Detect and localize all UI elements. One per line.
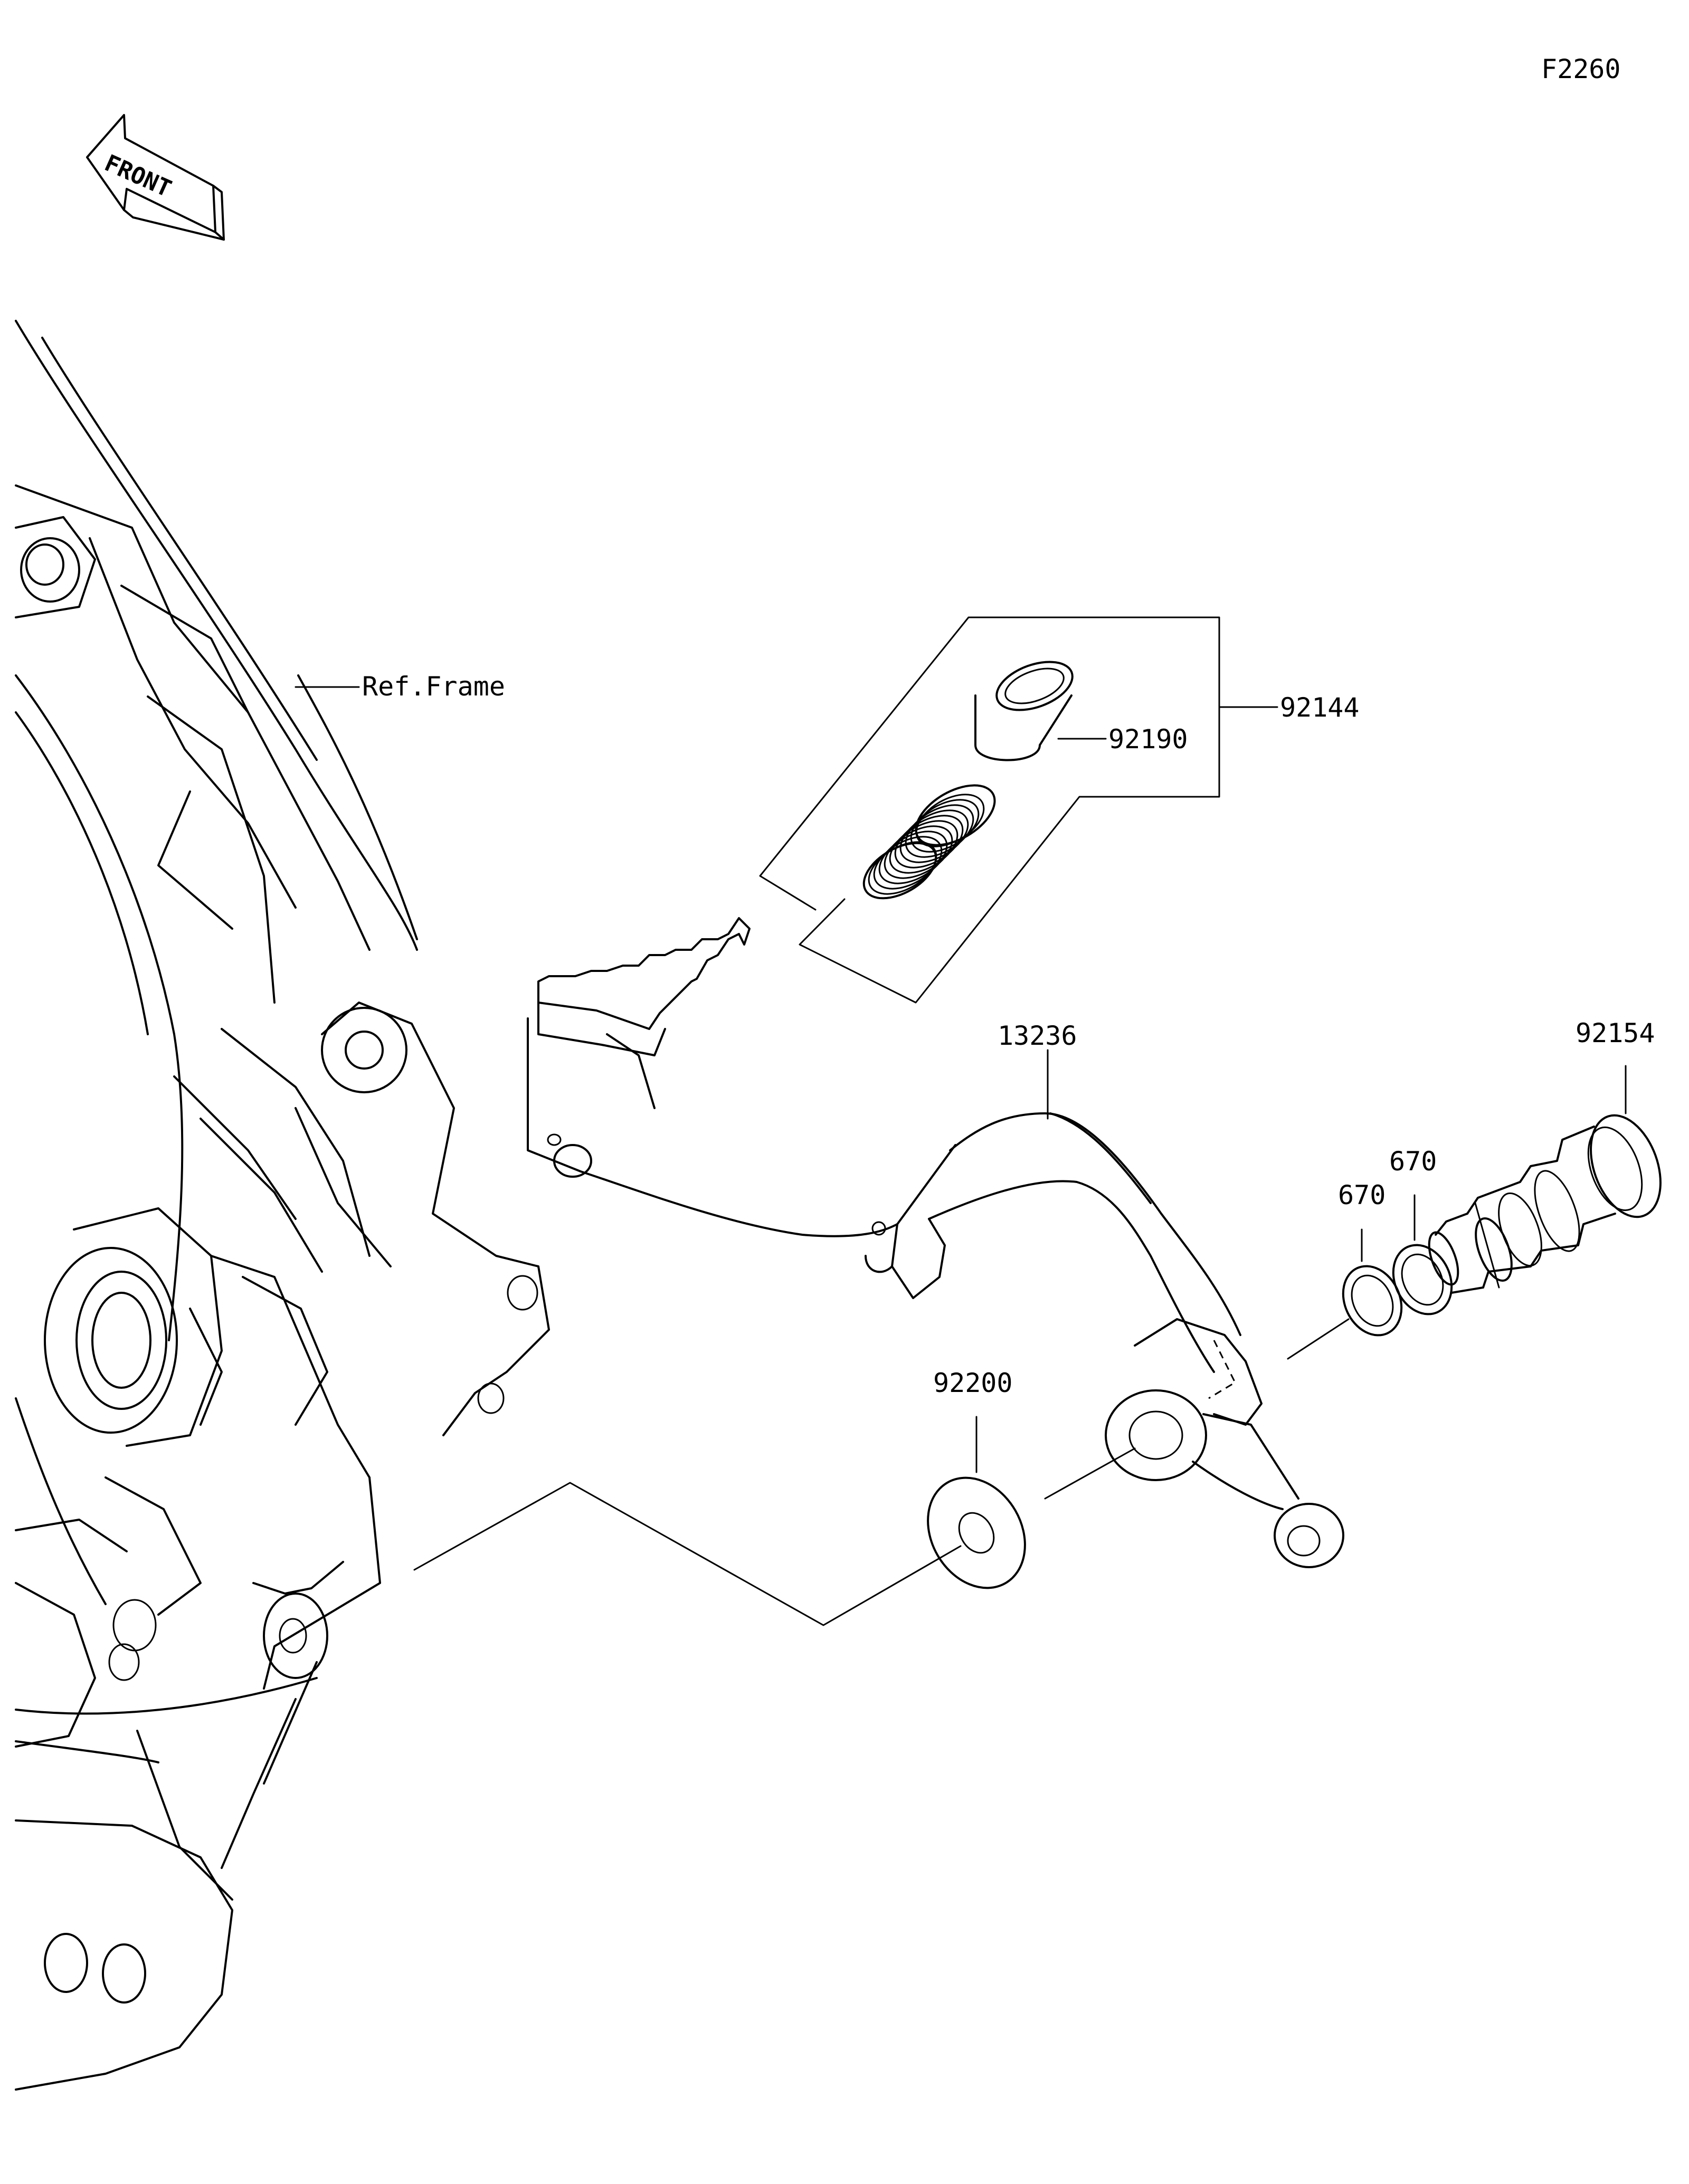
washer-670-b: 670 bbox=[1389, 1146, 1453, 1315]
spring-drawing bbox=[862, 784, 996, 900]
frame-drawing bbox=[15, 320, 550, 2091]
kit-box-92144: 92144 bbox=[759, 616, 1360, 1004]
part-label-670-a: 670 bbox=[1338, 1180, 1386, 1210]
ref-frame-callout: Ref.Frame bbox=[295, 671, 505, 702]
part-label-92154: 92154 bbox=[1576, 1018, 1655, 1048]
part-label-92200: 92200 bbox=[933, 1368, 1013, 1398]
part-label-13236: 13236 bbox=[998, 1021, 1077, 1051]
diagram-code: F2260 bbox=[1541, 54, 1621, 84]
ref-frame-label: Ref.Frame bbox=[362, 671, 505, 702]
assembly-lines bbox=[413, 1318, 1350, 1626]
part-label-92190: 92190 bbox=[1108, 724, 1188, 755]
washer-92200: 92200 bbox=[927, 1368, 1026, 1589]
pivot-bolt-92154: 92154 bbox=[1428, 1018, 1662, 1294]
brake-pedal-13236: 13236 bbox=[527, 917, 1344, 1568]
washer-670-a: 670 bbox=[1338, 1180, 1403, 1337]
front-arrow-icon: FRONT bbox=[86, 114, 225, 241]
part-label-670-b: 670 bbox=[1389, 1146, 1437, 1177]
collar-92190: 92190 bbox=[974, 661, 1188, 761]
part-label-92144: 92144 bbox=[1280, 692, 1360, 723]
